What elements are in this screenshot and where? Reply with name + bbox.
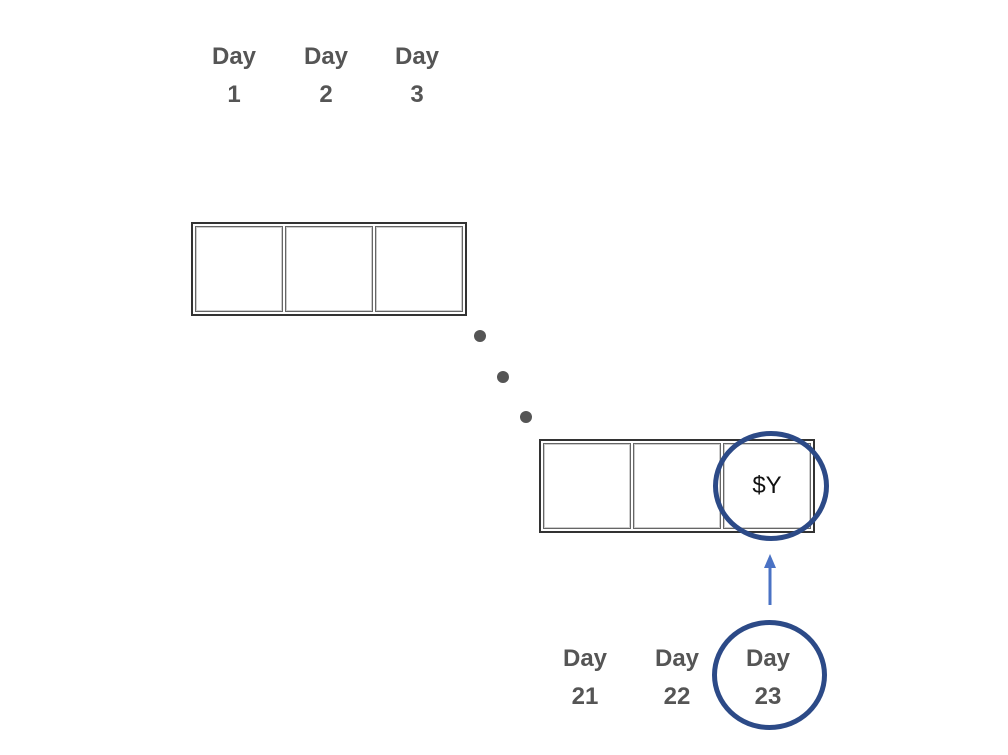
day-label-1: Day 1 <box>194 38 274 114</box>
highlight-ring-day-23 <box>712 620 827 730</box>
top-cell-row <box>191 222 467 316</box>
day-label-22: Day 22 <box>637 640 717 716</box>
cell-day-2 <box>285 226 373 312</box>
ellipsis-dot-2 <box>497 371 509 383</box>
day-label-2: Day 2 <box>286 38 366 114</box>
highlight-ring-value <box>713 431 829 541</box>
day-label-number: 3 <box>410 81 424 108</box>
cell-day-1 <box>195 226 283 312</box>
day-label-number: 21 <box>571 683 599 710</box>
ellipsis-dot-3 <box>520 411 532 423</box>
day-label-word: Day <box>394 43 440 70</box>
day-label-21: Day 21 <box>545 640 625 716</box>
day-label-word: Day <box>303 43 349 70</box>
day-label-word: Day <box>654 645 700 672</box>
day-label-number: 2 <box>319 81 333 108</box>
cell-day-3 <box>375 226 463 312</box>
day-label-number: 1 <box>227 81 241 108</box>
day-label-number: 22 <box>663 683 691 710</box>
day-label-3: Day 3 <box>377 38 457 114</box>
day-label-word: Day <box>211 43 257 70</box>
cell-day-21 <box>543 443 631 529</box>
day-label-word: Day <box>562 645 608 672</box>
ellipsis-dot-1 <box>474 330 486 342</box>
